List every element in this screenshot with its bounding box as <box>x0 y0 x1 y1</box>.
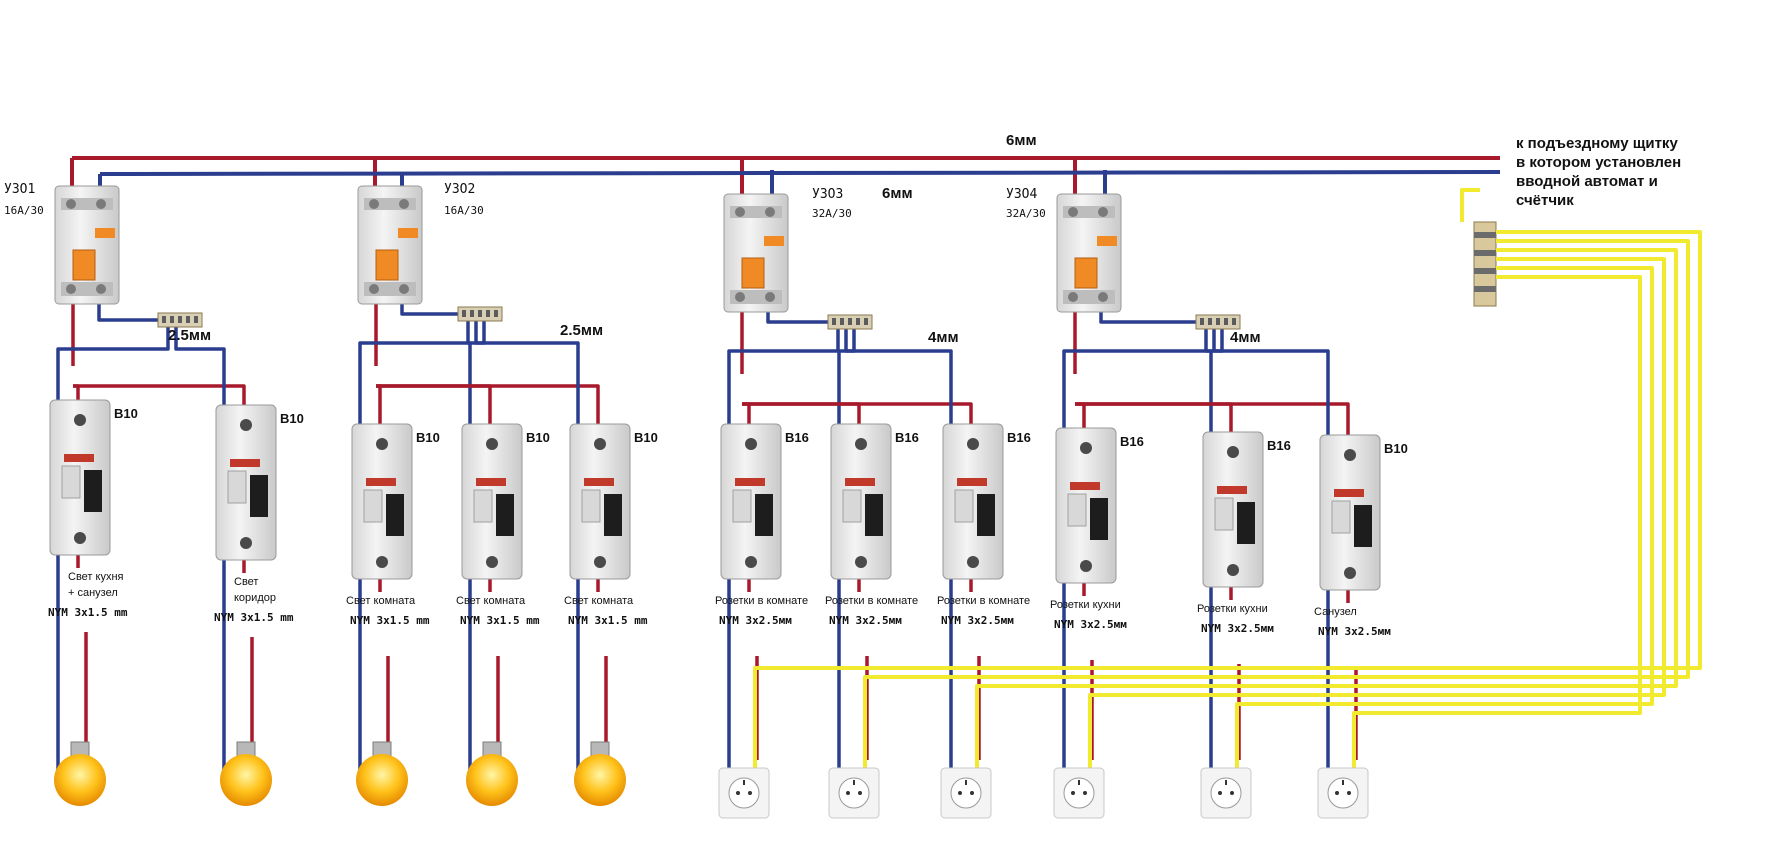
rcd-rating: 16А/30 <box>4 204 44 217</box>
breaker-circuit-label: Розетки кухни <box>1050 599 1121 611</box>
lamp-load <box>220 741 272 806</box>
feed-label-line-1: к подъездному щитку <box>1516 135 1678 152</box>
lamp-load <box>356 741 408 806</box>
breaker-rating: B16 <box>1267 438 1291 453</box>
breaker-rating: B10 <box>526 430 550 445</box>
breaker-circuit-label: Свет кухня <box>68 571 124 583</box>
socket-load <box>1053 767 1105 819</box>
neutral-terminal-block <box>157 312 203 328</box>
breaker-rating: B16 <box>1120 434 1144 449</box>
rcd-3: УЗО3 32А/30 4мм <box>723 187 959 346</box>
breaker-cable-spec: NYM 3x1.5 mm <box>214 611 294 624</box>
lamp-load <box>574 741 626 806</box>
rcd-4: УЗО4 32А/30 4мм <box>1006 187 1261 346</box>
rcd-name: УЗО4 <box>1006 187 1037 202</box>
rcd-name: УЗО2 <box>444 182 475 197</box>
breaker-circuit-label: Розетки в комнате <box>825 595 918 607</box>
socket-load <box>1200 767 1252 819</box>
breaker-cable-spec: NYM 3x2.5мм <box>829 614 902 627</box>
rcd-rating: 32А/30 <box>1006 207 1046 220</box>
breaker-circuit-label: Розетки в комнате <box>937 595 1030 607</box>
breaker-cable-spec: NYM 3x2.5мм <box>719 614 792 627</box>
rcd-name: УЗО3 <box>812 187 843 202</box>
rcd-cable-size: 4мм <box>1230 329 1261 346</box>
socket-load <box>718 767 770 819</box>
rcd-cable-size: 4мм <box>928 329 959 346</box>
breaker-cable-spec: NYM 3x1.5 mm <box>350 614 430 627</box>
bus-label-top: 6мм <box>1006 132 1037 149</box>
bus-label-mid: 6мм <box>882 185 913 202</box>
breaker-circuit-label: Свет <box>234 576 258 588</box>
breaker-cable-spec: NYM 3x1.5 mm <box>460 614 540 627</box>
breaker-circuit-label: Свет комната <box>456 595 526 607</box>
load-layer <box>54 741 1369 819</box>
main-neutral-bus <box>98 170 1501 194</box>
breaker-circuit-label: Свет комната <box>564 595 634 607</box>
breaker-rating: B10 <box>634 430 658 445</box>
rcd-2: УЗО2 16А/30 2.5мм <box>357 182 603 339</box>
rcd-layer: УЗО1 16А/30 2.5мм УЗО2 16А/30 2.5мм УЗО3 32А/30… <box>4 182 1261 346</box>
feed-label: к подъездному щитку в котором установлен… <box>1516 135 1681 209</box>
breaker-circuit-label: коридор <box>234 592 276 604</box>
breaker-cable-spec: NYM 3x2.5мм <box>1201 622 1274 635</box>
breaker-cable-spec: NYM 3x2.5мм <box>941 614 1014 627</box>
socket-load <box>828 767 880 819</box>
main-phase-bus <box>70 156 1500 194</box>
breaker-cable-spec: NYM 3x2.5мм <box>1318 625 1391 638</box>
rcd-cable-size: 2.5мм <box>560 322 603 339</box>
breaker-cable-spec: NYM 3x2.5мм <box>1054 618 1127 631</box>
neutral-terminal-block <box>457 306 503 322</box>
breaker-rating: B10 <box>416 430 440 445</box>
lamp-load <box>54 741 106 806</box>
breaker-rating: B16 <box>785 430 809 445</box>
socket-load <box>1317 767 1369 819</box>
breaker-cable-spec: NYM 3x1.5 mm <box>568 614 648 627</box>
breaker-circuit-label: Свет комната <box>346 595 416 607</box>
breaker-rating: B16 <box>895 430 919 445</box>
feed-label-line-4: счётчик <box>1516 192 1574 209</box>
breaker-rating: B16 <box>1007 430 1031 445</box>
rcd-name: УЗО1 <box>4 182 35 197</box>
breaker-circuit-label: + санузел <box>68 587 118 599</box>
feed-label-line-3: вводной автомат и <box>1516 173 1658 190</box>
breaker-rating: B10 <box>1384 441 1408 456</box>
feed-label-line-2: в котором установлен <box>1516 154 1681 171</box>
socket-load <box>940 767 992 819</box>
breaker-circuit-label: Розетки в комнате <box>715 595 808 607</box>
lamp-load <box>466 741 518 806</box>
neutral-terminal-block <box>827 314 873 330</box>
neutral-terminal-block <box>1195 314 1241 330</box>
earth-bus-bar <box>1473 221 1497 307</box>
rcd-rating: 32А/30 <box>812 207 852 220</box>
breaker-cable-spec: NYM 3x1.5 mm <box>48 606 128 619</box>
rcd-rating: 16А/30 <box>444 204 484 217</box>
rcd-cable-size: 2.5мм <box>168 327 211 344</box>
breaker-rating: B10 <box>280 411 304 426</box>
breaker-rating: B10 <box>114 406 138 421</box>
rcd-1: УЗО1 16А/30 2.5мм <box>4 182 211 344</box>
breaker-circuit-label: Розетки кухни <box>1197 603 1268 615</box>
breaker-circuit-label: Санузел <box>1314 606 1357 618</box>
